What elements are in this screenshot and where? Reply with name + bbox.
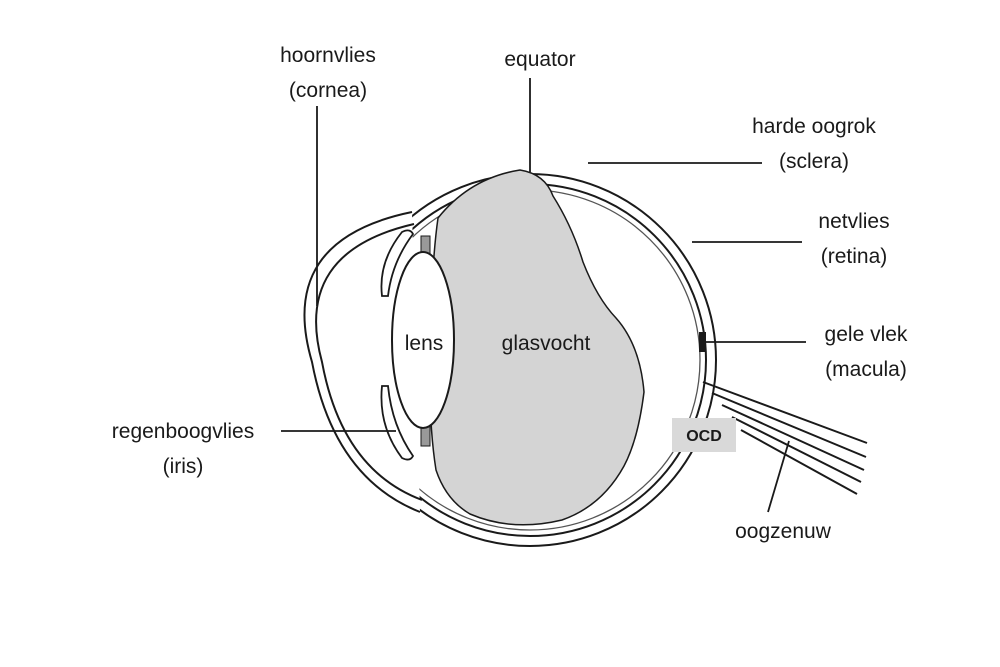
macula-mark xyxy=(699,332,706,352)
cornea-label-latin: (cornea) xyxy=(289,79,367,102)
lens-label: lens xyxy=(405,332,444,355)
iris-label-name: regenboogvlies xyxy=(112,420,254,443)
lens xyxy=(391,251,455,429)
vitreous-label: glasvocht xyxy=(502,332,591,355)
equator-label: equator xyxy=(504,48,575,71)
iris-upper xyxy=(380,229,415,297)
iris-label-latin: (iris) xyxy=(163,455,204,478)
macula-label-latin: (macula) xyxy=(825,358,907,381)
ocd-label: OCD xyxy=(686,428,722,445)
sclera-label-name: harde oogrok xyxy=(752,115,876,138)
optic-nerve xyxy=(702,381,868,495)
iris-lower xyxy=(380,385,415,461)
optic-nerve-label: oogzenuw xyxy=(735,520,832,543)
retina-label-latin: (retina) xyxy=(821,245,888,268)
retina-label-name: netvlies xyxy=(818,210,889,233)
leader-lines xyxy=(281,78,806,513)
ocd-label-background xyxy=(672,418,736,452)
cornea-label-name: hoornvlies xyxy=(280,44,376,67)
macula-label-name: gele vlek xyxy=(825,323,908,346)
sclera-label-latin: (sclera) xyxy=(779,150,849,173)
